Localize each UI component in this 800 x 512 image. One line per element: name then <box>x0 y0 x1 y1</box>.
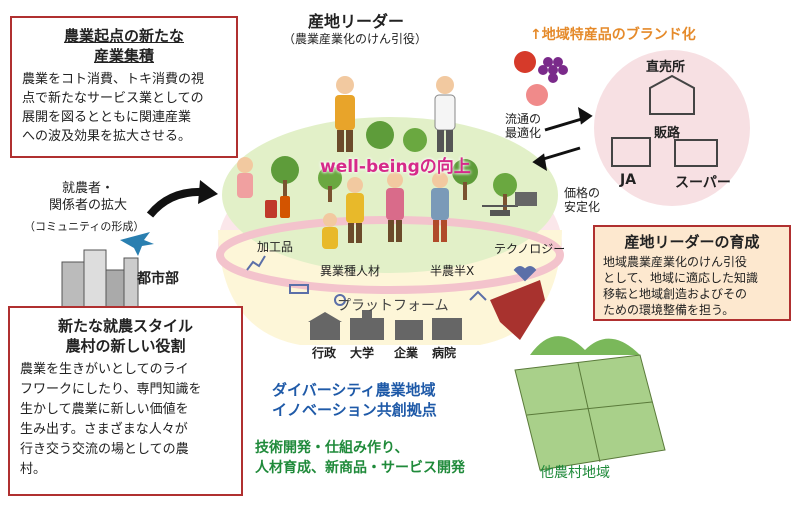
other-region-label: 他農村地域 <box>540 465 610 481</box>
industry-cluster-body: 農業をコト消費、トキ消費の視 点で新たなサービス業としての 展開を図るとともに関… <box>12 66 236 146</box>
new-farming-style-box: 新たな就農スタイル 農村の新しい役割 農業を生きがいとしてのライ フワークにした… <box>8 306 243 496</box>
distribution-label: 流通の 最適化 <box>505 112 541 140</box>
farmers-label: 就農者・ 関係者の拡大 <box>28 180 148 214</box>
industry-cluster-line: 展開を図るとともに関連産業 <box>22 110 192 125</box>
distribution-line: 流通の <box>505 112 542 126</box>
diverse-talent-label: 異業種人材 <box>320 264 381 278</box>
leader-training-title: 産地リーダーの育成 <box>624 233 760 251</box>
wellbeing-label: well-beingの向上 <box>320 157 471 177</box>
exchange-arrows-icon <box>532 107 593 171</box>
new-farming-title-1: 新たな就農スタイル <box>57 317 193 335</box>
expansion-arrow-icon <box>146 187 206 218</box>
new-farming-line: 村。 <box>20 462 47 477</box>
transfer-arrow-icon <box>490 280 545 340</box>
farmers-line: 関係者の拡大 <box>48 198 127 213</box>
new-farming-line: 行き交う交流の場としての農 <box>20 442 189 457</box>
brand-label-text: 地域特産品のブランド化 <box>541 27 696 43</box>
company-label: 企業 <box>394 346 419 360</box>
new-farming-body: 農業を生きがいとしてのライ フワークにしたり、専門知識を 生かして農業に新しい価… <box>10 356 241 480</box>
farmers-line: 就農者・ <box>61 181 114 196</box>
university-label: 大学 <box>350 346 375 360</box>
processed-goods-label: 加工品 <box>257 240 294 254</box>
new-farming-line: フワークにしたり、専門知識を <box>20 382 202 397</box>
airplane-icon <box>120 232 154 256</box>
urban-label: 都市部 <box>137 271 179 287</box>
community-note: （コミュニティの形成） <box>24 220 145 233</box>
expansion-arrowhead-icon <box>198 180 218 204</box>
distribution-line: 最適化 <box>505 126 542 140</box>
industry-cluster-box: 農業起点の新たな 産業集積 農業をコト消費、トキ消費の視 点で新たなサービス業と… <box>10 16 238 158</box>
platform-label: プラットフォーム <box>337 298 449 314</box>
hospital-label: 病院 <box>432 346 457 360</box>
leader-title: 産地リーダー <box>308 12 405 31</box>
route-label: 販路 <box>654 126 681 141</box>
new-farming-line: 生かして農業に新しい価値を <box>20 402 189 417</box>
leader-training-body: 地域農業産業化のけん引役 として、地域に適応した知識 移転と地域創造およびその … <box>595 252 789 320</box>
drone-icon <box>482 205 518 216</box>
other-region-illustration <box>514 336 666 471</box>
ja-label: JA <box>620 172 637 188</box>
development-label: 技術開発・仕組み作り、 人材育成、新商品・サービス開発 <box>255 438 465 478</box>
leader-subtitle: （農業産業化のけん引役） <box>283 32 428 46</box>
innovation-hub-label: ダイバーシティ農業地域 イノベーション共創拠点 <box>272 380 437 420</box>
store-icons <box>611 74 718 167</box>
grape-icon <box>538 57 568 83</box>
new-farming-title-2: 農村の新しい役割 <box>65 337 186 355</box>
institution-buildings <box>308 310 462 340</box>
leader-training-box: 産地リーダーの育成 地域農業産業化のけん引役 として、地域に適応した知識 移転と… <box>593 225 791 321</box>
apple-icon <box>514 51 536 73</box>
dev-line: 技術開発・仕組み作り、 <box>255 440 409 456</box>
price-line: 安定化 <box>564 200 601 214</box>
industry-cluster-title-1: 農業起点の新たな <box>63 27 184 45</box>
leader-training-line: 地域農業産業化のけん引役 <box>603 255 748 269</box>
new-farming-line: 農業を生きがいとしてのライ <box>20 362 189 377</box>
half-farmer-label: 半農半X <box>430 264 475 278</box>
laptop-icon <box>515 192 537 206</box>
dev-line: 人材育成、新商品・サービス開発 <box>255 460 465 476</box>
orchard-trees <box>271 121 517 210</box>
industry-cluster-line: への波及効果を拡大させる。 <box>22 129 192 144</box>
up-arrow-icon: ↑ <box>530 27 542 43</box>
leader-training-line: ための環境整備を担う。 <box>603 303 735 317</box>
peach-icon <box>526 84 548 106</box>
price-label: 価格の 安定化 <box>564 186 600 214</box>
industry-cluster-line: 農業をコト消費、トキ消費の視 <box>22 72 205 87</box>
industry-cluster-line: 点で新たなサービス業としての <box>22 91 204 106</box>
technology-label: テクノロジー <box>494 242 566 256</box>
price-line: 価格の <box>564 186 601 200</box>
hub-line: ダイバーシティ農業地域 <box>272 381 436 399</box>
leader-training-line: 移転と地域創造およびその <box>603 287 748 301</box>
people-figures <box>237 76 456 249</box>
city-buildings <box>61 249 139 308</box>
brand-label: ↑地域特産品のブランド化 <box>530 24 696 44</box>
leader-training-line: として、地域に適応した知識 <box>603 271 759 285</box>
processed-goods-jars <box>265 196 290 218</box>
new-farming-line: 生み出す。さまざまな人々が <box>20 422 188 437</box>
supermarket-label: スーパー <box>675 175 731 191</box>
hub-line: イノベーション共創拠点 <box>272 401 437 419</box>
platform-icons <box>246 255 537 306</box>
gov-label: 行政 <box>312 346 337 360</box>
industry-cluster-title-2: 産業集積 <box>93 47 154 65</box>
direct-store-label: 直売所 <box>646 60 686 75</box>
